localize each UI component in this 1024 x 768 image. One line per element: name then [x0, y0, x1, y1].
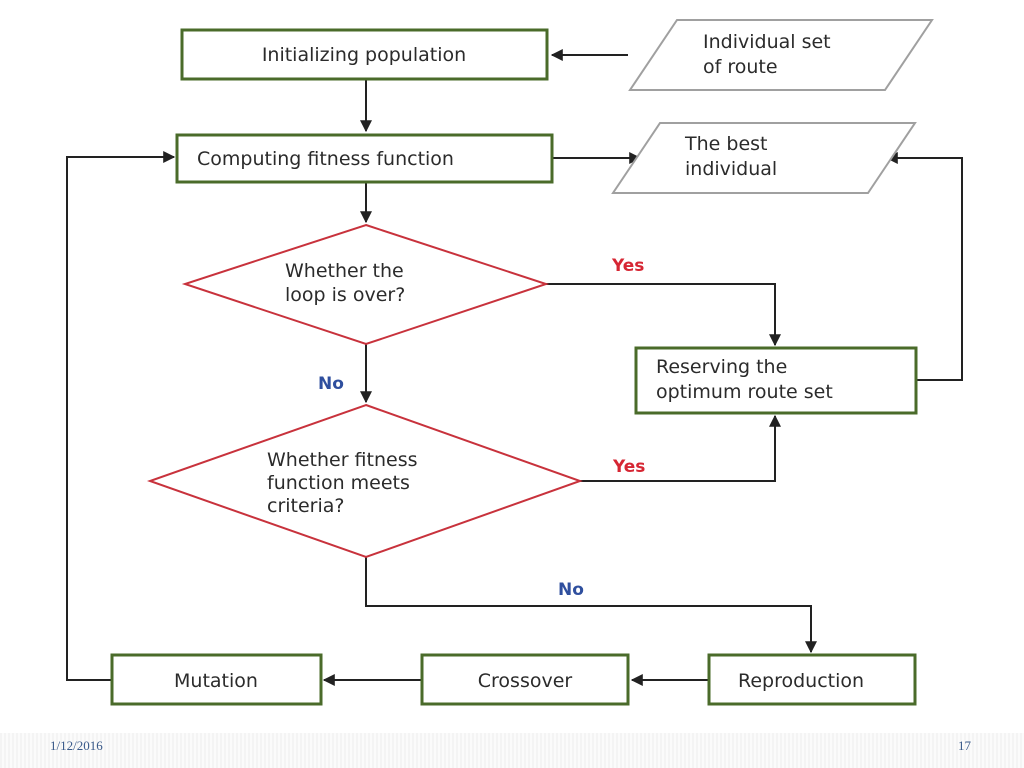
fitness-label: Computing fitness function [197, 148, 454, 170]
process-box [175, 133, 554, 184]
criteria-yes-label: Yes [612, 457, 645, 477]
node-input: Individual set of route [628, 19, 934, 91]
node-crossover: Crossover [420, 653, 630, 706]
process-box [110, 653, 323, 706]
footer-band [0, 733, 1024, 768]
best-label-line2: individual [685, 158, 777, 180]
criteria-no-label: No [558, 580, 584, 600]
edge-criteria-yes [580, 414, 781, 482]
loop-label-line1: Whether the [285, 260, 404, 282]
node-reserve: Reserving the optimum route set [634, 346, 918, 415]
mutation-label: Mutation [174, 670, 258, 692]
loop-no-label: No [318, 374, 344, 394]
edge-reserve-to-best [885, 152, 963, 381]
page-number: 17 [958, 738, 971, 753]
process-box [420, 653, 630, 706]
best-label-line1: The best [684, 133, 767, 155]
reserve-label-line2: optimum route set [656, 381, 833, 403]
node-mutation: Mutation [110, 653, 323, 706]
loop-yes-label: Yes [611, 256, 644, 276]
process-box [180, 28, 549, 81]
io-parallelogram [628, 19, 934, 91]
decision-diamond [146, 403, 583, 559]
input-label-line2: of route [703, 56, 778, 78]
process-box [634, 346, 918, 415]
node-fitness: Computing fitness function [175, 133, 554, 184]
edge-mutation-to-fitness [66, 151, 176, 681]
edge-loop-yes [546, 283, 781, 347]
input-label-line1: Individual set [703, 31, 831, 53]
criteria-label-line2: function meets [267, 472, 410, 494]
node-loop: Whether the loop is over? [181, 223, 550, 346]
footer-date: 1/12/2016 [50, 738, 103, 753]
reproduction-label: Reproduction [738, 670, 864, 692]
loop-label-line2: loop is over? [285, 284, 405, 306]
reserve-label-line1: Reserving the [656, 356, 787, 378]
node-best: The best individual [611, 122, 917, 194]
criteria-label-line1: Whether fitness [267, 449, 418, 471]
node-reproduction: Reproduction [707, 653, 917, 706]
decision-diamond [181, 223, 550, 346]
node-init: Initializing population [180, 28, 549, 81]
node-criteria: Whether fitness function meets criteria? [146, 403, 583, 559]
edge-criteria-no [365, 557, 817, 654]
crossover-label: Crossover [478, 670, 573, 692]
process-box [707, 653, 917, 706]
criteria-label-line3: criteria? [267, 495, 345, 517]
connectors [66, 49, 963, 686]
init-label: Initializing population [262, 44, 466, 66]
io-parallelogram [611, 122, 917, 194]
